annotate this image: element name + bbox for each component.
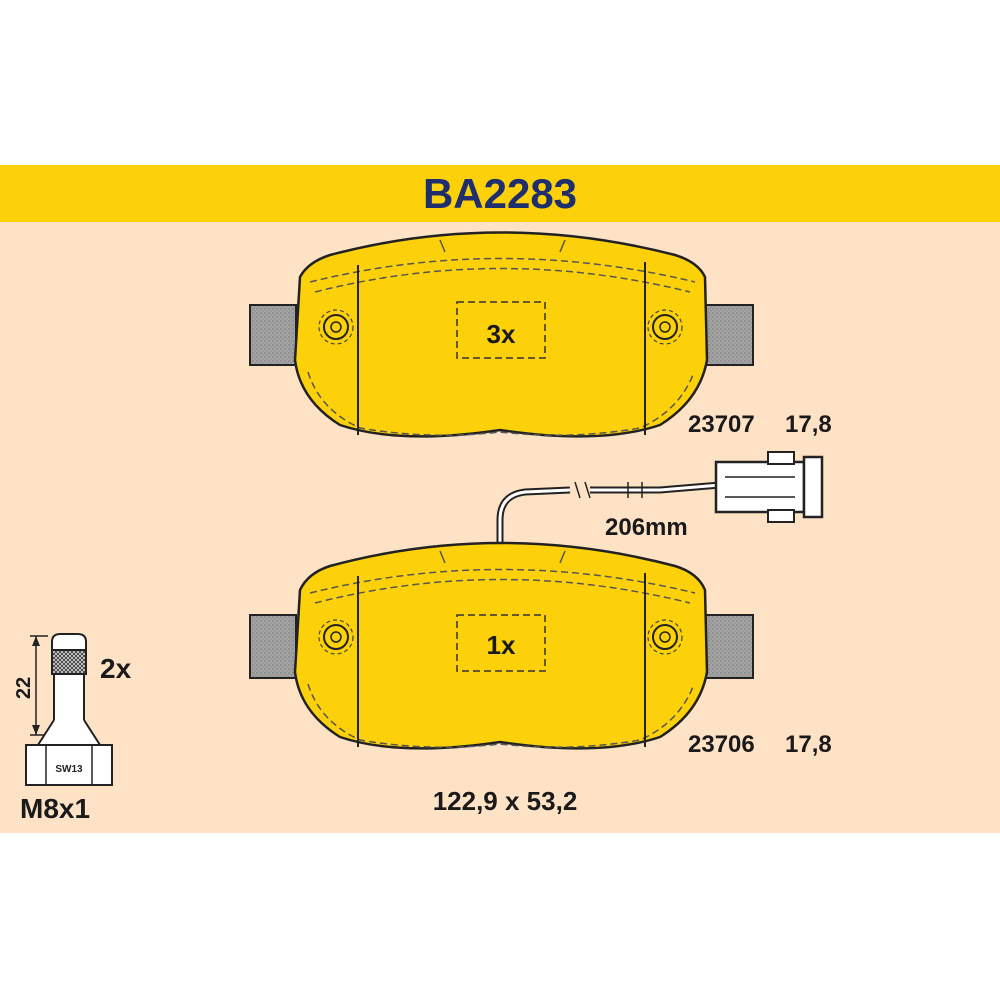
top-right-rivet-icon xyxy=(647,309,683,345)
bottom-pad-quantity: 1x xyxy=(487,630,516,660)
bottom-pad-part-code: 23706 xyxy=(688,731,755,758)
sensor-connector-icon xyxy=(714,451,824,523)
bottom-brake-pad: 1x xyxy=(249,541,754,750)
bottom-left-rivet-icon xyxy=(318,619,354,655)
bottom-pad-quantity-box xyxy=(456,614,546,672)
bolt-quantity: 2x xyxy=(100,653,132,684)
bottom-right-rivet-icon xyxy=(647,619,683,655)
top-pad-part-code: 23707 xyxy=(688,411,755,438)
top-pad-quantity: 3x xyxy=(487,319,516,349)
bottom-pad-friction-material xyxy=(293,541,709,750)
top-pad-thickness: 17,8 xyxy=(785,411,832,438)
top-pad-quantity-box xyxy=(456,301,546,359)
bolt-thread: M8x1 xyxy=(20,793,90,824)
top-pad-friction-material xyxy=(293,231,709,438)
bolt-wrench-size: SW13 xyxy=(55,764,83,775)
part-number-title: BA2283 xyxy=(423,170,577,217)
top-brake-pad: 3x xyxy=(249,231,754,438)
top-left-rivet-icon xyxy=(318,309,354,345)
wear-sensor-cable xyxy=(496,451,824,545)
bottom-pad-thickness: 17,8 xyxy=(785,731,832,758)
pad-dimensions: 122,9 x 53,2 xyxy=(433,786,578,816)
bolt-knurled-section xyxy=(51,649,87,675)
bolt-length: 22 xyxy=(13,677,35,699)
wear-sensor-length: 206mm xyxy=(605,514,688,541)
caliper-bolt-icon xyxy=(25,633,113,786)
header-band xyxy=(0,165,1000,222)
